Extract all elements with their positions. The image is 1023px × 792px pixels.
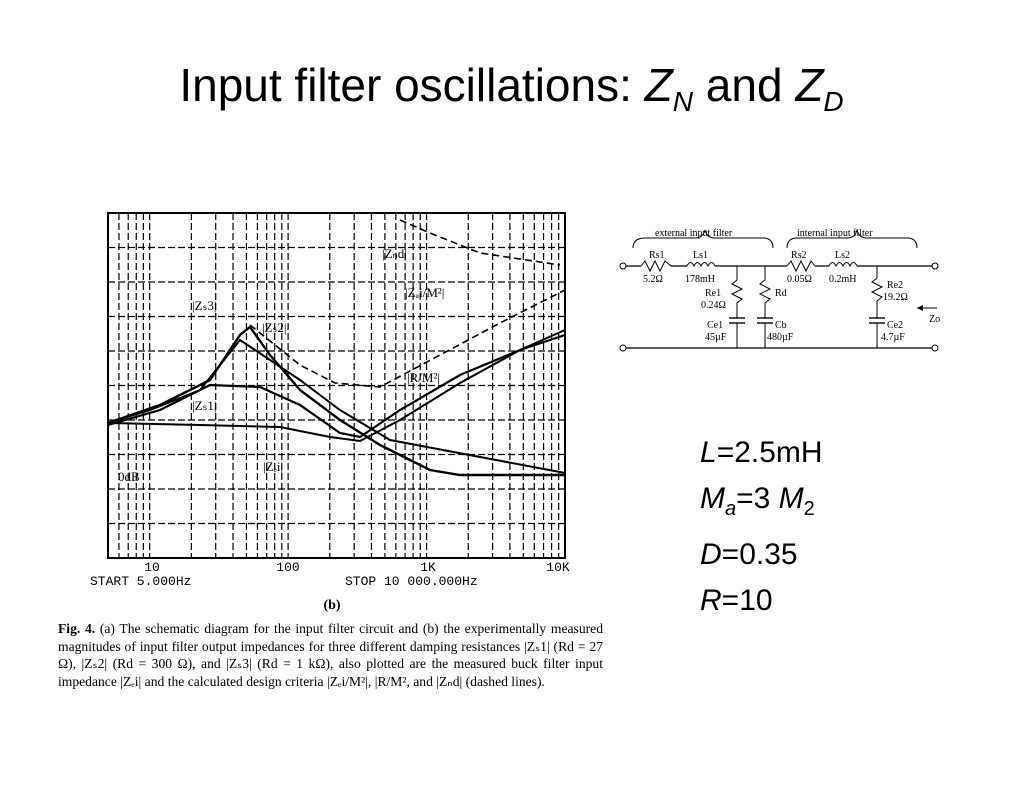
ce2-label: Ce2 xyxy=(887,320,903,331)
ce1-value: 45µF xyxy=(705,332,727,343)
label-zs1: |Zₛ1| xyxy=(192,398,217,413)
label-0db: 0dB xyxy=(118,469,140,484)
plot-frame xyxy=(107,212,566,559)
param-d: D=0.35 xyxy=(700,538,798,571)
plot-svg: |Zₙd| |Zₐi/M²| |Zₛ3| |Zₛ2| |R/M²| |Zₛ1| … xyxy=(90,212,570,613)
rd-label: Rd xyxy=(775,288,787,299)
start-label: START 5.000Hz xyxy=(90,574,191,589)
schematic-svg: external input filter internal input fil… xyxy=(619,228,940,352)
title-and: and xyxy=(705,59,783,111)
curve-zs2 xyxy=(107,338,566,474)
title-sub-n: N xyxy=(672,86,693,117)
rs2-label: Rs2 xyxy=(791,250,807,261)
panel-label: (b) xyxy=(323,598,340,613)
label-r-m2: |R/M²| xyxy=(407,370,440,385)
curve-znd xyxy=(399,219,561,266)
title-sub-d: D xyxy=(823,86,844,117)
label-zs2: |Zₛ2| xyxy=(262,320,287,335)
x-tick-100: 100 xyxy=(276,560,299,575)
ls2-value: 0.2mH xyxy=(829,274,857,285)
plot-grid xyxy=(108,213,565,558)
title-z2: Z xyxy=(795,59,824,111)
title-z1: Z xyxy=(644,59,673,111)
ls1-label: Ls1 xyxy=(693,250,708,261)
label-zei-m2: |Zₐi/M²| xyxy=(405,285,444,300)
impedance-plot: |Zₙd| |Zₐi/M²| |Zₛ3| |Zₛ2| |R/M²| |Zₛ1| … xyxy=(90,205,580,615)
curve-zei-m2 xyxy=(249,289,566,388)
int-filter-label: internal input filter xyxy=(797,228,873,239)
curve-zei xyxy=(107,329,566,443)
rs1-label: Rs1 xyxy=(649,250,665,261)
cb-value: 480µF xyxy=(767,332,794,343)
ce1-label: Ce1 xyxy=(707,320,723,331)
ls1-value: 178mH xyxy=(685,274,715,285)
rs1-value: 5.2Ω xyxy=(643,274,663,285)
label-zs3: |Zₛ3| xyxy=(192,298,217,313)
parameters-list: L=2.5mH Ma=3 M2 D=0.35 R=10 xyxy=(700,430,823,624)
cb-label: Cb xyxy=(775,320,787,331)
param-ma: Ma=3 M2 xyxy=(700,482,815,520)
re2-label: Re2 xyxy=(887,280,903,291)
x-tick-10: 10 xyxy=(144,560,160,575)
ls2-label: Ls2 xyxy=(835,250,850,261)
circuit-schematic: external input filter internal input fil… xyxy=(615,218,955,358)
param-l: L=2.5mH xyxy=(700,436,823,469)
ext-filter-label: external input filter xyxy=(655,228,733,239)
x-tick-10k: 10K xyxy=(546,560,570,575)
re2-value: 19.2Ω xyxy=(883,292,908,303)
label-znd: |Zₙd| xyxy=(382,246,407,261)
caption-text: (a) The schematic diagram for the input … xyxy=(58,621,603,689)
label-zei: |Zₑi| xyxy=(263,459,283,474)
x-tick-1k: 1K xyxy=(420,560,436,575)
figure-caption: Fig. 4. (a) The schematic diagram for th… xyxy=(58,620,603,690)
re1-value: 0.24Ω xyxy=(701,300,726,311)
slide-title: Input filter oscillations: ZN and ZD xyxy=(0,62,1023,116)
re1-label: Re1 xyxy=(705,288,721,299)
caption-fig: Fig. 4. xyxy=(58,621,96,636)
zo-label: Zo xyxy=(929,314,940,325)
curve-zs1 xyxy=(107,333,566,439)
ce2-value: 4.7µF xyxy=(881,332,905,343)
param-r: R=10 xyxy=(700,584,773,617)
rs2-value: 0.05Ω xyxy=(787,274,812,285)
curve-zs3 xyxy=(107,325,565,477)
title-text: Input filter oscillations: xyxy=(179,59,632,111)
stop-label: STOP 10 000.000Hz xyxy=(345,574,478,589)
